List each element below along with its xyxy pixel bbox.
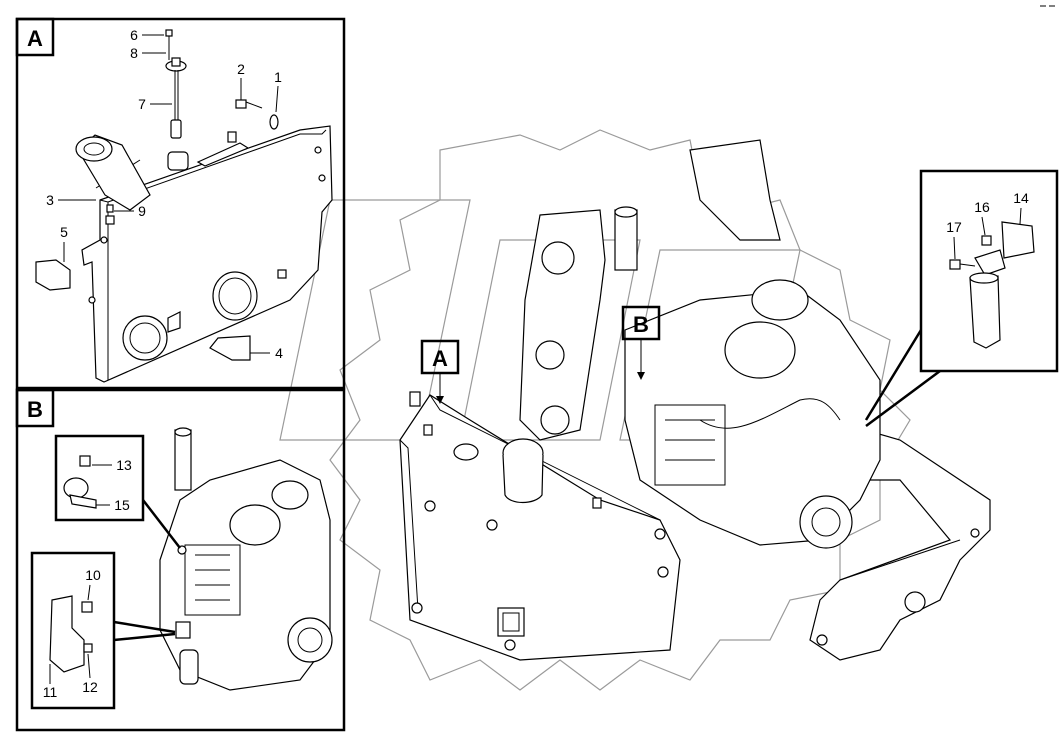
panel-a-frame — [15, 17, 346, 390]
panel-b-label: B — [27, 397, 43, 422]
panel-a: A — [15, 17, 346, 390]
callout-16: 16 — [974, 199, 990, 215]
panel-a-label: A — [27, 26, 43, 51]
panel-b: B — [15, 388, 346, 732]
callout-10: 10 — [85, 567, 101, 583]
engine-small — [159, 427, 333, 691]
callout-15: 15 — [114, 497, 130, 513]
panel-b-frame — [15, 388, 346, 732]
panel-a-callouts: 6 8 2 1 7 3 9 5 4 — [46, 27, 283, 361]
main-assembly: A B — [399, 139, 991, 661]
callout-7: 7 — [138, 96, 146, 112]
main-label-b: B — [633, 312, 649, 337]
callout-9: 9 — [138, 203, 146, 219]
fuel-sender-parts — [35, 29, 279, 361]
callout-12: 12 — [82, 679, 98, 695]
inset-fuel-filter: 14 16 17 — [864, 169, 1059, 428]
callout-2: 2 — [237, 61, 245, 77]
callout-13: 13 — [116, 457, 132, 473]
fuel-tank — [75, 125, 333, 383]
callout-3: 3 — [46, 192, 54, 208]
callout-11: 11 — [43, 684, 58, 700]
callout-5: 5 — [60, 224, 68, 240]
callout-6: 6 — [130, 27, 138, 43]
callout-8: 8 — [130, 45, 138, 61]
panel-b-callouts: 13 15 10 11 12 — [43, 457, 132, 700]
main-label-a: A — [432, 346, 448, 371]
callout-4: 4 — [275, 345, 283, 361]
inset-bracket — [30, 551, 176, 710]
callout-1: 1 — [274, 69, 282, 85]
callout-14: 14 — [1013, 190, 1029, 206]
inset-clamp — [54, 434, 181, 549]
callout-17: 17 — [946, 219, 962, 235]
